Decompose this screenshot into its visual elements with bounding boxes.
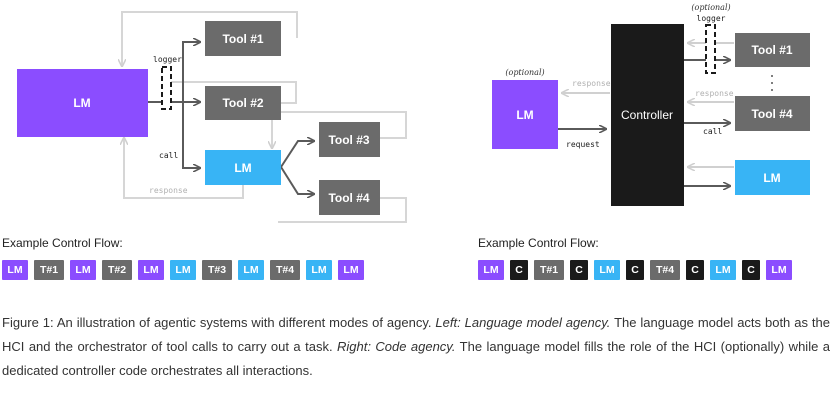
call-arrow-tool4 <box>280 166 314 194</box>
right-optional-lm: (optional) <box>505 68 544 77</box>
flow-chip-lm: LM <box>2 260 28 280</box>
main-lm-box <box>17 69 148 137</box>
right-diagram: (optional) logger (optional) response re… <box>492 3 810 206</box>
logger-box <box>161 66 172 110</box>
flow-chip-controller: C <box>570 260 588 280</box>
caption-part: The language model fills the role of the… <box>2 339 830 378</box>
right-tool1-label: Tool #1 <box>751 43 792 57</box>
right-call-label: call <box>703 127 722 136</box>
caption-right-title: Right: Code agency. <box>336 339 456 354</box>
controller-label: Controller <box>621 108 673 122</box>
caption-part: The language model acts both as the HCI … <box>2 315 830 354</box>
flow-chip-lm_blue: LM <box>238 260 264 280</box>
flow-chip-lm_blue: LM <box>710 260 736 280</box>
figure-caption: Figure 1: An illustration of agentic sys… <box>2 311 830 383</box>
right-tool4-label: Tool #4 <box>751 107 792 121</box>
ellipsis-dot <box>771 75 773 77</box>
left-diagram: logger call response LM Tool #1 Tool #2 … <box>17 11 407 223</box>
logger-label: logger <box>153 55 182 64</box>
right-tool4-box <box>735 96 810 131</box>
flow-chip-lm_blue: LM <box>306 260 332 280</box>
response-label: response <box>149 186 188 195</box>
flow-chip-controller: C <box>510 260 528 280</box>
tool4-label: Tool #4 <box>328 191 369 205</box>
right-flow-title: Example Control Flow: <box>478 236 599 250</box>
right-lm-blue-label: LM <box>763 171 780 185</box>
sub-lm-box <box>205 150 281 185</box>
ellipsis-dot <box>771 82 773 84</box>
call-arrow-tool3 <box>280 141 314 168</box>
right-flow-row: LM C T#1 C LM C T#4 C LM C LM <box>478 260 792 280</box>
flow-chip-lm: LM <box>766 260 792 280</box>
right-logger-label: logger <box>697 14 726 23</box>
flow-chip-tool: T#4 <box>650 260 680 280</box>
sub-lm-label: LM <box>234 161 251 175</box>
flow-chip-controller: C <box>686 260 704 280</box>
right-tool1-box <box>735 33 810 67</box>
tool2-box <box>205 86 281 120</box>
call-label: call <box>159 151 178 160</box>
flow-chip-tool: T#1 <box>534 260 564 280</box>
tool2-return-loop <box>170 81 297 104</box>
right-request-label: request <box>566 140 600 149</box>
right-response-right-label: response <box>695 89 734 98</box>
main-lm-label: LM <box>73 96 90 110</box>
flow-chip-controller: C <box>626 260 644 280</box>
right-lm-box <box>492 80 558 149</box>
controller-box <box>611 24 684 206</box>
left-flow-row: LM T#1 LM T#2 LM LM T#3 LM T#4 LM LM <box>2 260 364 280</box>
flow-chip-lm_blue: LM <box>170 260 196 280</box>
flow-chip-lm: LM <box>138 260 164 280</box>
tool4-return-loop <box>278 197 407 223</box>
tool1-label: Tool #1 <box>222 32 263 46</box>
caption-left-title: Left: Language model agency. <box>435 315 611 330</box>
agency-diagram: logger call response LM Tool #1 Tool #2 … <box>17 3 810 223</box>
right-lm-label: LM <box>516 108 533 122</box>
ellipsis-dot <box>771 89 773 91</box>
call-arrow-tool1 <box>182 42 200 102</box>
right-response-left-label: response <box>572 79 611 88</box>
tool2-label: Tool #2 <box>222 96 263 110</box>
right-optional-logger: (optional) <box>691 3 730 12</box>
tool1-box <box>205 21 281 56</box>
flow-chip-lm: LM <box>70 260 96 280</box>
caption-part: Figure 1: An illustration of agentic sys… <box>2 315 436 330</box>
left-flow-title: Example Control Flow: <box>2 236 123 250</box>
flow-chip-tool: T#2 <box>102 260 132 280</box>
flow-chip-tool: T#4 <box>270 260 300 280</box>
tool1-return-loop <box>122 11 298 66</box>
tool3-box <box>319 122 380 157</box>
flow-chip-tool: T#1 <box>34 260 64 280</box>
flow-chip-tool: T#3 <box>202 260 232 280</box>
tool3-return-loop <box>272 111 407 148</box>
flow-chip-controller: C <box>742 260 760 280</box>
tool4-box <box>319 180 380 215</box>
call-arrow-sub-lm <box>182 102 200 168</box>
right-lm-blue-box <box>735 160 810 195</box>
tool3-label: Tool #3 <box>328 133 369 147</box>
right-logger-box <box>705 24 716 74</box>
flow-chip-lm: LM <box>478 260 504 280</box>
flow-chip-lm: LM <box>338 260 364 280</box>
response-loop <box>124 138 244 199</box>
flow-chip-lm_blue: LM <box>594 260 620 280</box>
